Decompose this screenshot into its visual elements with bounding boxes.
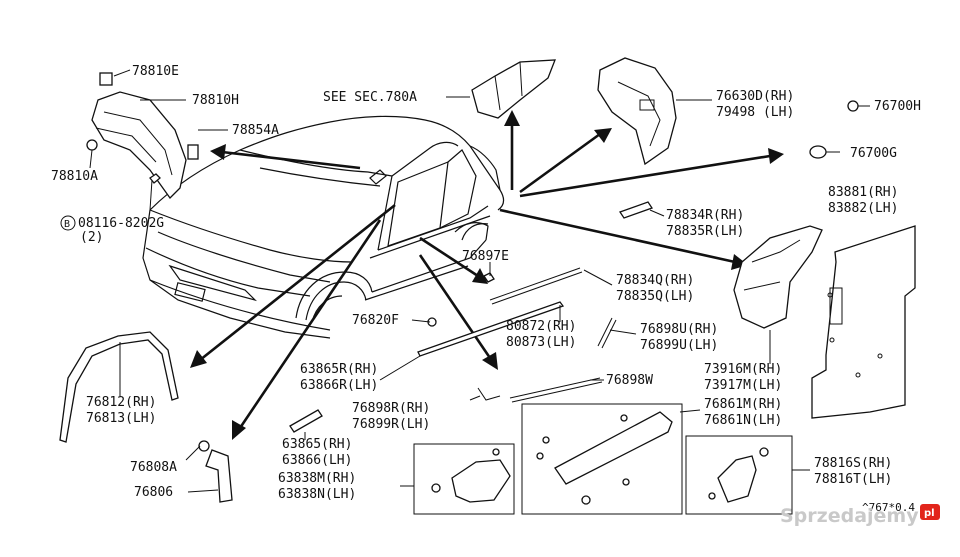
watermark-text: Sprzedajemy <box>780 505 919 527</box>
label-83882: 83882(LH) <box>828 201 898 216</box>
label-76897e: 76897E <box>462 249 509 264</box>
bracket-780a <box>471 59 556 119</box>
label-63838m: 63838M(RH) <box>278 471 356 486</box>
insulator-83881 <box>811 225 916 419</box>
label-78854a: 78854A <box>232 123 279 138</box>
label-73916m: 73916M(RH) <box>704 362 782 377</box>
label-80873: 80873(LH) <box>506 335 576 350</box>
watermark-badge-text: pl <box>924 508 935 519</box>
mudflap-78816s <box>717 455 757 503</box>
parts <box>59 57 916 505</box>
panel-76630d <box>597 57 677 166</box>
label-76899u: 76899U(LH) <box>640 338 718 353</box>
mudguard-63838m <box>451 459 511 503</box>
label-78835r: 78835R(LH) <box>666 224 744 239</box>
label-78810a: 78810A <box>51 169 98 184</box>
grommet-76700g <box>809 145 827 159</box>
sill-cover-76861m <box>554 411 673 485</box>
clip-76808a <box>198 440 210 452</box>
detail-box-78816 <box>685 435 793 515</box>
label-bolt-code: 08116-8202G <box>78 216 164 231</box>
bolt-symbol: B <box>64 219 70 230</box>
label-76861m: 76861M(RH) <box>704 397 782 412</box>
label-83881: 83881(RH) <box>828 185 898 200</box>
molding-80872 <box>417 301 565 357</box>
direction-arrows <box>190 110 784 440</box>
label-73917m: 73917M(LH) <box>704 378 782 393</box>
label-76899r: 76899R(LH) <box>352 417 430 432</box>
clip-63865 <box>289 409 323 433</box>
bolt-symbol-circle <box>60 215 76 231</box>
watermark: Sprzedajemy pl <box>780 504 940 527</box>
label-78834r: 78834R(RH) <box>666 208 744 223</box>
label-63865: 63865(RH) <box>282 437 352 452</box>
label-bolt-qty: (2) <box>80 230 103 245</box>
bolt-part <box>149 173 161 184</box>
label-76808a: 76808A <box>130 460 177 475</box>
label-76812: 76812(RH) <box>86 395 156 410</box>
reference-code: ^767*0.4 <box>862 501 915 514</box>
clip-76897e <box>483 272 495 283</box>
label-78816t: 78816T(LH) <box>814 472 892 487</box>
label-76861n: 76861N(LH) <box>704 413 782 428</box>
label-63838n: 63838N(LH) <box>278 487 356 502</box>
label-63865r: 63865R(RH) <box>300 362 378 377</box>
part-labels: 78810E 78810H 78854A 78810A B 08116-8202… <box>51 64 921 514</box>
detail-box-76861 <box>521 403 683 515</box>
label-78835q: 78835Q(LH) <box>616 289 694 304</box>
clip-78810a <box>86 139 98 151</box>
label-80872: 80872(RH) <box>506 319 576 334</box>
watermark-badge <box>920 504 940 520</box>
label-63866: 63866(LH) <box>282 453 352 468</box>
label-76898r: 76898R(RH) <box>352 401 430 416</box>
clip-78810e <box>99 72 113 86</box>
label-76820f: 76820F <box>352 313 399 328</box>
label-78810h: 78810H <box>192 93 239 108</box>
trim-73916m <box>733 225 823 329</box>
car-body-drawing <box>142 115 505 339</box>
label-76700g: 76700G <box>850 146 897 161</box>
bracket-76806 <box>205 449 233 503</box>
grommet-76700h <box>847 100 859 112</box>
wheel-liner-part <box>91 91 187 200</box>
label-78834q: 78834Q(RH) <box>616 273 694 288</box>
label-76630d: 76630D(RH) <box>716 89 794 104</box>
label-76806: 76806 <box>134 485 173 500</box>
label-79498: 79498 (LH) <box>716 105 794 120</box>
label-76813: 76813(LH) <box>86 411 156 426</box>
label-76898u: 76898U(RH) <box>640 322 718 337</box>
label-see-sec: SEE SEC.780A <box>323 90 417 105</box>
strip-78834r <box>618 201 654 219</box>
leader-lines <box>89 69 870 493</box>
label-78810e: 78810E <box>132 64 179 79</box>
label-76898w: 76898W <box>606 373 653 388</box>
label-63866r: 63866R(LH) <box>300 378 378 393</box>
clip-78854a <box>187 144 199 160</box>
weatherstrip-76812 <box>59 331 179 443</box>
detail-box-63838 <box>413 443 515 515</box>
label-76700h: 76700H <box>874 99 921 114</box>
label-78816s: 78816S(RH) <box>814 456 892 471</box>
